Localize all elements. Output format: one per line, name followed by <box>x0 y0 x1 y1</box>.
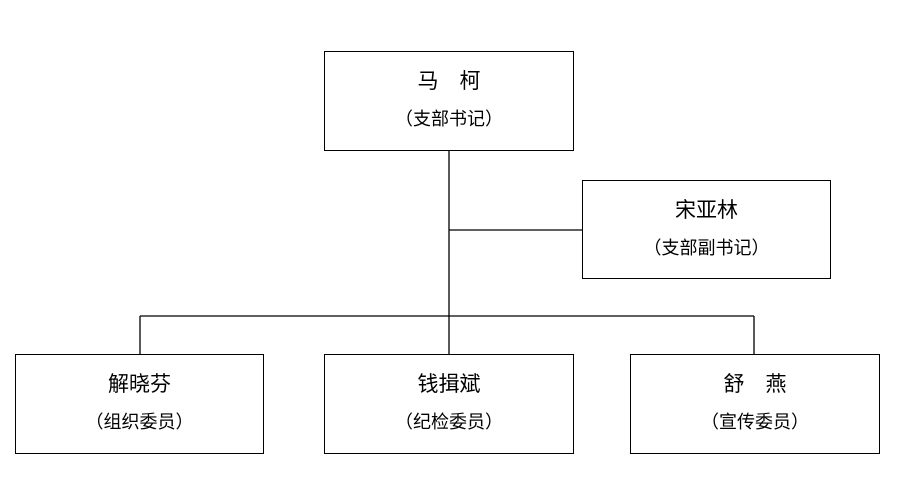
discipline-member-name: 钱揖斌 <box>417 372 481 396</box>
publicity-member-box: 舒 燕 （宣传委员） <box>630 354 880 454</box>
secretary-box: 马 柯 （支部书记） <box>324 51 574 151</box>
deputy-secretary-name: 宋亚林 <box>675 198 738 222</box>
secretary-role: （支部书记） <box>395 109 503 130</box>
organization-member-name: 解晓芬 <box>108 372 171 396</box>
publicity-member-name: 舒 燕 <box>723 372 787 396</box>
discipline-member-box: 钱揖斌 （纪检委员） <box>324 354 574 454</box>
organization-member-role: （组织委员） <box>85 412 194 433</box>
deputy-secretary-box: 宋亚林 （支部副书记） <box>582 180 831 279</box>
organization-member-box: 解晓芬 （组织委员） <box>15 354 264 454</box>
secretary-name: 马 柯 <box>417 69 481 93</box>
deputy-secretary-role: （支部副书记） <box>643 238 770 259</box>
publicity-member-role: （宣传委员） <box>701 412 809 433</box>
discipline-member-role: （纪检委员） <box>395 412 503 433</box>
